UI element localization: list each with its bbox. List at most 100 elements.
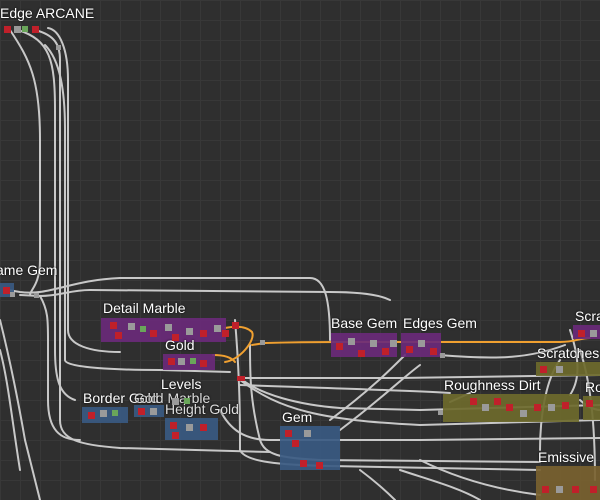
wire xyxy=(329,437,600,442)
graph-node[interactable] xyxy=(430,348,437,355)
graph-node[interactable] xyxy=(572,486,579,493)
graph-node[interactable] xyxy=(586,400,593,407)
graph-node[interactable] xyxy=(150,408,157,415)
graph-node[interactable] xyxy=(382,348,389,355)
graph-node[interactable] xyxy=(170,422,177,429)
frame-title-detail-marble: Detail Marble xyxy=(103,300,186,316)
graph-node[interactable] xyxy=(562,402,569,409)
graph-node[interactable] xyxy=(184,398,190,404)
graph-node[interactable] xyxy=(14,26,21,33)
graph-node[interactable] xyxy=(214,325,221,332)
graph-node[interactable] xyxy=(4,26,11,33)
frame-title-gold: Gold xyxy=(165,337,195,353)
graph-node[interactable] xyxy=(190,358,196,364)
wire xyxy=(47,27,121,353)
graph-node[interactable] xyxy=(540,366,547,373)
graph-node[interactable] xyxy=(590,486,597,493)
graph-node[interactable] xyxy=(578,330,585,337)
graph-node[interactable] xyxy=(590,330,597,337)
graph-node[interactable] xyxy=(232,322,239,329)
graph-node[interactable] xyxy=(10,292,15,297)
wire xyxy=(399,469,481,500)
wire xyxy=(39,295,81,441)
wire xyxy=(19,288,391,301)
wire xyxy=(239,377,600,412)
graph-node[interactable] xyxy=(32,26,39,33)
graph-node[interactable] xyxy=(110,322,117,329)
wire xyxy=(439,344,566,359)
graph-node[interactable] xyxy=(100,410,107,417)
graph-node[interactable] xyxy=(438,410,443,415)
graph-node[interactable] xyxy=(240,376,245,381)
graph-node[interactable] xyxy=(506,404,513,411)
graph-node[interactable] xyxy=(406,346,413,353)
graph-node[interactable] xyxy=(237,376,242,381)
wire xyxy=(0,349,21,471)
frame-title-height-gold: Height Gold xyxy=(165,401,239,417)
graph-node[interactable] xyxy=(482,404,489,411)
graph-node[interactable] xyxy=(390,340,397,347)
wire xyxy=(419,459,541,496)
graph-node[interactable] xyxy=(556,366,563,373)
wire-highlight xyxy=(212,354,236,363)
graph-node[interactable] xyxy=(200,360,207,367)
graph-node[interactable] xyxy=(178,358,185,365)
graph-node[interactable] xyxy=(200,330,207,337)
graph-node[interactable] xyxy=(548,404,555,411)
graph-node[interactable] xyxy=(418,340,425,347)
graph-node[interactable] xyxy=(470,398,477,405)
graph-node[interactable] xyxy=(534,404,541,411)
frame-title-border-gold: Border Gold xyxy=(83,390,159,406)
frame-title-roughness-dirt: Roughness Dirt xyxy=(444,377,541,393)
graph-node[interactable] xyxy=(304,430,311,437)
graph-node[interactable] xyxy=(88,412,95,419)
frame-title-gem-left: ame Gem xyxy=(0,262,58,278)
graph-node[interactable] xyxy=(260,340,265,345)
graph-node[interactable] xyxy=(150,330,157,337)
graph-node[interactable] xyxy=(172,398,179,405)
wire xyxy=(359,469,396,500)
wire xyxy=(34,29,271,453)
graph-node[interactable] xyxy=(542,486,549,493)
graph-node[interactable] xyxy=(3,287,10,294)
wire xyxy=(239,374,600,380)
graph-node[interactable] xyxy=(56,45,61,50)
graph-node[interactable] xyxy=(140,326,146,332)
wire xyxy=(0,319,41,500)
frame-title-ro: Ro xyxy=(585,379,600,395)
graph-node[interactable] xyxy=(300,460,307,467)
graph-node[interactable] xyxy=(316,462,323,469)
graph-node[interactable] xyxy=(370,340,377,347)
graph-node[interactable] xyxy=(112,410,118,416)
graph-node[interactable] xyxy=(168,358,175,365)
graph-node[interactable] xyxy=(348,338,355,345)
graph-node[interactable] xyxy=(138,408,145,415)
graph-node[interactable] xyxy=(292,440,299,447)
graph-node[interactable] xyxy=(285,430,292,437)
graph-node[interactable] xyxy=(22,26,28,32)
graph-node[interactable] xyxy=(128,323,135,330)
graph-node[interactable] xyxy=(494,398,501,405)
graph-node[interactable] xyxy=(222,330,229,337)
frame-scratches[interactable] xyxy=(536,362,600,376)
graph-node[interactable] xyxy=(34,293,39,298)
graph-node[interactable] xyxy=(440,353,445,358)
graph-node[interactable] xyxy=(165,324,172,331)
graph-node[interactable] xyxy=(115,332,122,339)
frame-emissive[interactable] xyxy=(536,466,600,500)
graph-node[interactable] xyxy=(556,486,563,493)
wire xyxy=(44,44,231,373)
graph-node[interactable] xyxy=(200,424,207,431)
graph-node[interactable] xyxy=(172,432,179,439)
graph-node[interactable] xyxy=(358,350,365,357)
graph-node[interactable] xyxy=(336,343,343,350)
frame-title-scra: Scra xyxy=(575,308,600,324)
wire xyxy=(329,354,406,421)
graph-node[interactable] xyxy=(186,424,193,431)
graph-node[interactable] xyxy=(172,334,179,341)
graph-node[interactable] xyxy=(186,328,193,335)
wire xyxy=(339,364,421,431)
graph-node[interactable] xyxy=(520,410,527,417)
